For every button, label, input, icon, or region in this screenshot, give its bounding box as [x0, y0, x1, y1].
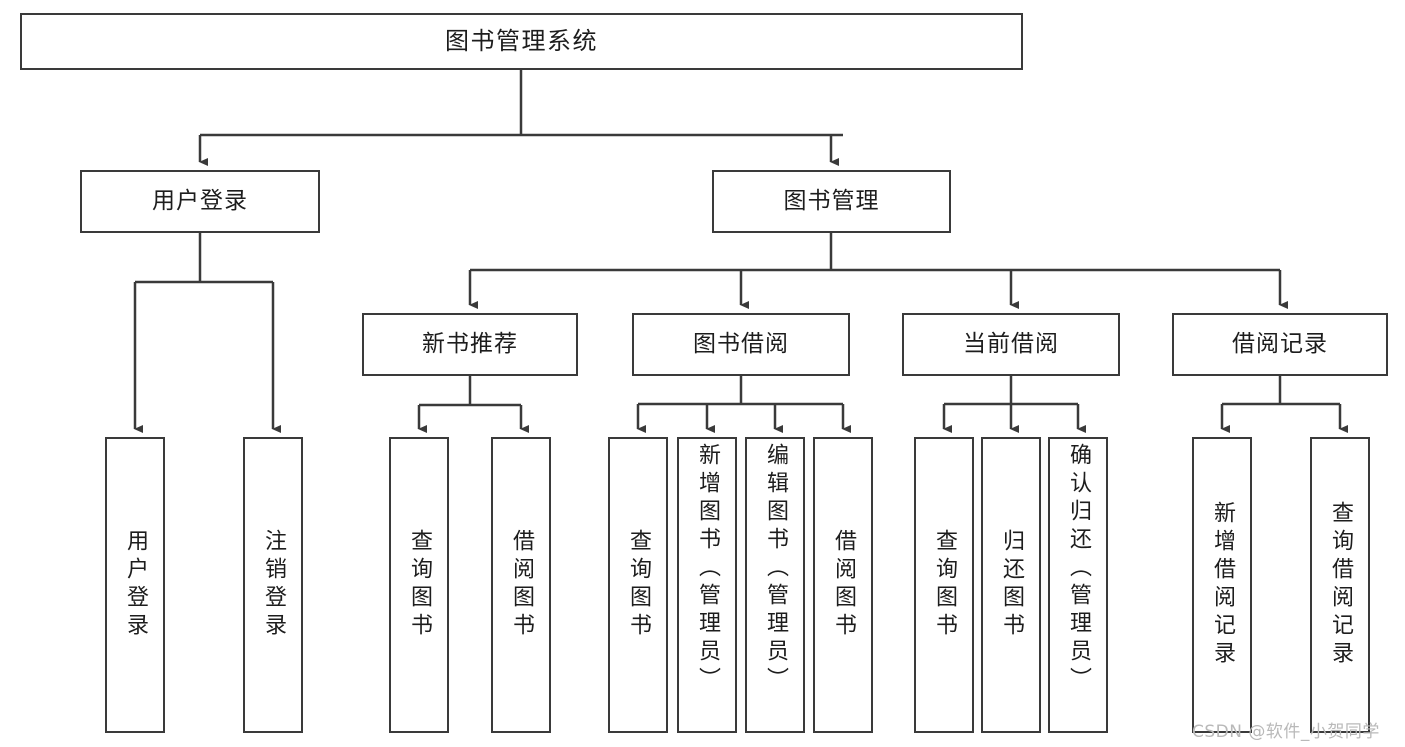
- node-label: 图书管理: [783, 187, 880, 214]
- leaf-confirm-return-admin[interactable]: 确认归还（管理员）: [1048, 437, 1108, 733]
- node-label: 编辑图书（管理员）: [763, 443, 788, 695]
- node-label: 图书借阅: [693, 330, 789, 357]
- node-label: 归还图书: [999, 529, 1024, 641]
- node-root-book-management-system[interactable]: 图书管理系统: [20, 13, 1023, 70]
- node-label: 用户登录: [123, 529, 148, 641]
- node-label: 新增图书（管理员）: [695, 443, 720, 695]
- node-book-management[interactable]: 图书管理: [712, 170, 951, 233]
- leaf-query-book-recommend[interactable]: 查询图书: [389, 437, 449, 733]
- node-label: 当前借阅: [963, 330, 1059, 357]
- node-label: 查询图书: [407, 529, 432, 641]
- node-label: 确认归还（管理员）: [1066, 443, 1091, 695]
- node-label: 用户登录: [152, 187, 248, 214]
- leaf-user-login[interactable]: 用户登录: [105, 437, 165, 733]
- node-current-borrow[interactable]: 当前借阅: [902, 313, 1120, 376]
- leaf-add-book-admin[interactable]: 新增图书（管理员）: [677, 437, 737, 733]
- node-label: 新增借阅记录: [1210, 501, 1235, 669]
- leaf-borrow-book[interactable]: 借阅图书: [813, 437, 873, 733]
- leaf-edit-book-admin[interactable]: 编辑图书（管理员）: [745, 437, 805, 733]
- leaf-query-book-current[interactable]: 查询图书: [914, 437, 974, 733]
- node-label: 借阅图书: [509, 529, 534, 641]
- leaf-borrow-book-recommend[interactable]: 借阅图书: [491, 437, 551, 733]
- node-book-borrow[interactable]: 图书借阅: [632, 313, 850, 376]
- node-label: 借阅记录: [1232, 330, 1328, 357]
- node-label: 查询借阅记录: [1328, 501, 1353, 669]
- leaf-add-borrow-record[interactable]: 新增借阅记录: [1192, 437, 1252, 733]
- leaf-query-book-borrow[interactable]: 查询图书: [608, 437, 668, 733]
- node-label: 借阅图书: [831, 529, 856, 641]
- node-label: 查询图书: [626, 529, 651, 641]
- node-label: 查询图书: [932, 529, 957, 641]
- leaf-logout-login[interactable]: 注销登录: [243, 437, 303, 733]
- node-label: 新书推荐: [422, 330, 518, 357]
- leaf-query-borrow-record[interactable]: 查询借阅记录: [1310, 437, 1370, 733]
- node-user-login[interactable]: 用户登录: [80, 170, 320, 233]
- node-label: 图书管理系统: [445, 27, 598, 56]
- node-new-book-recommend[interactable]: 新书推荐: [362, 313, 578, 376]
- node-label: 注销登录: [261, 529, 286, 641]
- leaf-return-book[interactable]: 归还图书: [981, 437, 1041, 733]
- node-borrow-record[interactable]: 借阅记录: [1172, 313, 1388, 376]
- watermark-text: CSDN @软件_小贺同学: [1192, 722, 1380, 742]
